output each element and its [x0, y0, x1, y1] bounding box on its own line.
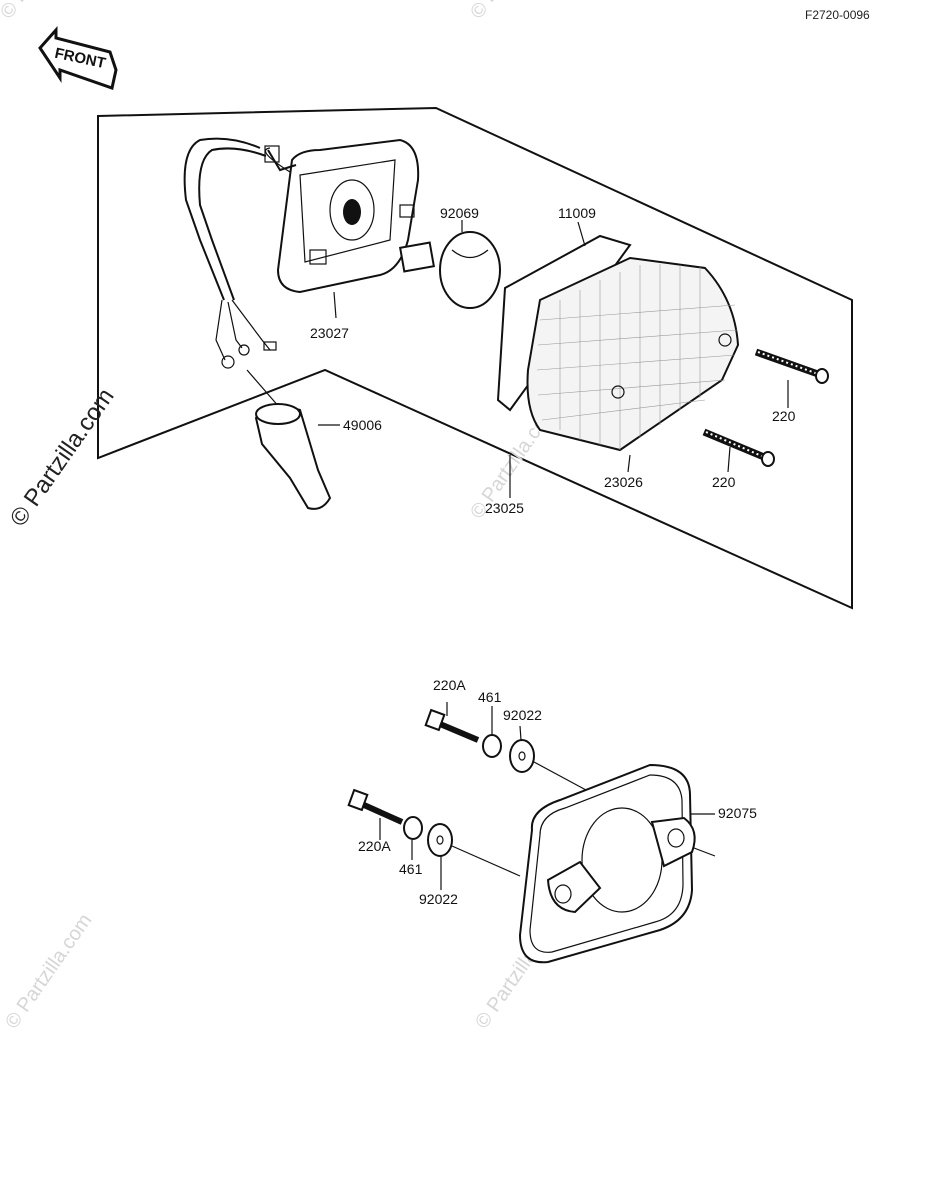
label-92022-lower: 92022 [419, 891, 458, 907]
label-92075: 92075 [718, 805, 757, 821]
watermark-faint-5: © Partzilla.com [0, 0, 91, 23]
label-220A-upper: 220A [433, 677, 466, 693]
bolt-220A-upper [424, 702, 480, 743]
label-92022-upper: 92022 [503, 707, 542, 723]
diagram-code: F2720-0096 [805, 8, 870, 22]
screw-220-upper [754, 348, 829, 408]
label-11009: 11009 [558, 205, 596, 221]
boot-49006 [246, 369, 340, 510]
label-220-lower: 220 [712, 474, 736, 490]
label-23025: 23025 [485, 500, 524, 516]
lamp-case-23027 [183, 137, 420, 369]
label-220-upper: 220 [772, 408, 796, 424]
lens-23026 [526, 256, 740, 473]
label-461-upper: 461 [478, 689, 502, 705]
label-220A-lower: 220A [358, 838, 391, 854]
washer-461-lower [403, 816, 423, 860]
watermark-main: © Partzilla.com [5, 383, 120, 531]
label-23027: 23027 [310, 325, 349, 341]
label-92069: 92069 [440, 205, 479, 221]
bulb-92069 [398, 220, 501, 309]
screw-220-lower [702, 428, 775, 473]
front-arrow-icon: FRONT [38, 26, 118, 90]
label-461-lower: 461 [399, 861, 423, 877]
watermark-faint-2: © Partzilla.com [1, 910, 96, 1033]
bolt-220A-lower [347, 788, 404, 840]
label-49006: 49006 [343, 417, 382, 433]
watermark-faint-4: © Partzilla.com [466, 0, 561, 23]
washer-92022-lower [427, 823, 521, 890]
washer-92022-upper [509, 725, 587, 791]
washer-461-upper [482, 706, 502, 758]
label-23026: 23026 [604, 474, 643, 490]
assembly-outline [97, 106, 853, 610]
bracket-92075 [518, 763, 716, 964]
